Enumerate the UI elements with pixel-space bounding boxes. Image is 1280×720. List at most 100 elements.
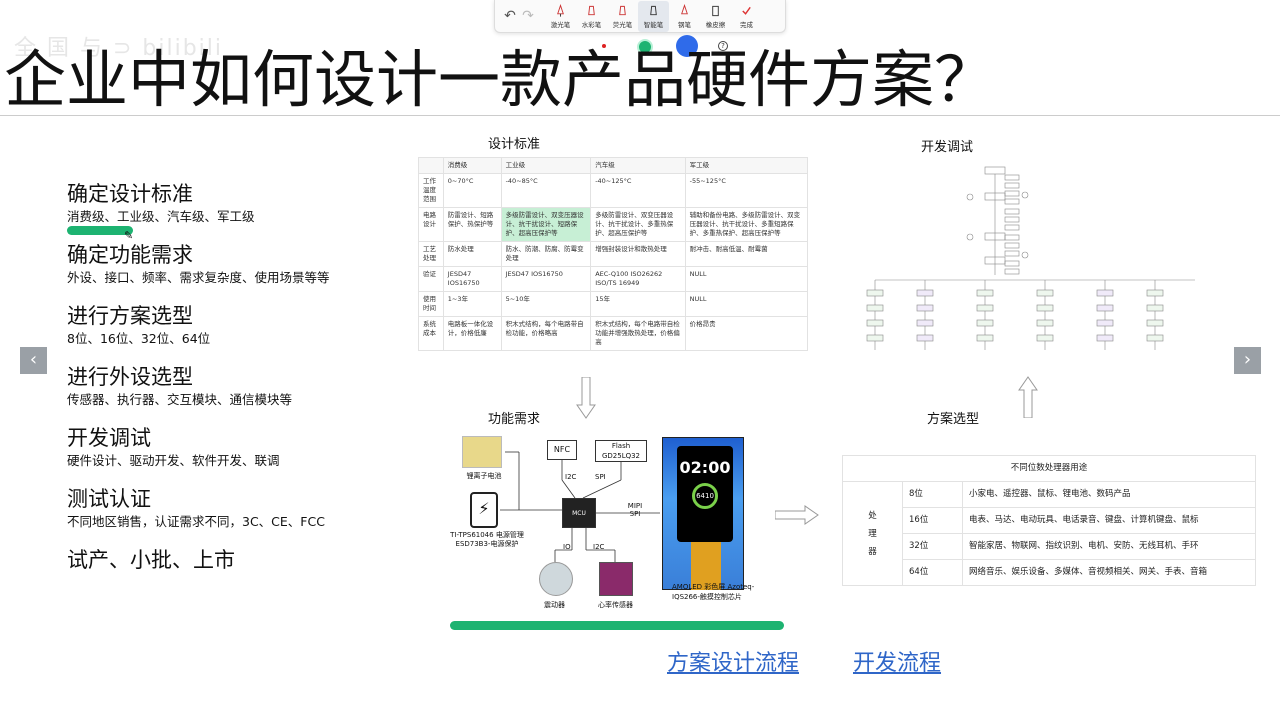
outline-heading: 测试认证 [67, 487, 151, 511]
table-cell: 15年 [590, 291, 686, 317]
nfc-block: NFC [547, 440, 577, 460]
table-header-cell: 消费级 [442, 157, 502, 174]
table-cell: 防水、防潮、防腐、防霉变处理 [500, 241, 592, 267]
outline-heading: 进行方案选型 [67, 304, 193, 328]
design-flow-link[interactable]: 方案设计流程 [667, 651, 800, 676]
battery-label: 锂离子电池 [466, 472, 502, 480]
table-cell: -55~125°C [684, 173, 809, 208]
table-cell: 电路板一体化设计，价格低廉 [442, 316, 502, 351]
highlight-stroke [450, 621, 784, 630]
tool-pen[interactable]: 钢笔 [669, 1, 700, 32]
outline-item: 开发调试 硬件设计、驱动开发、软件开发、联调 [67, 424, 397, 485]
pen-size-small[interactable] [602, 44, 606, 48]
tool-label: 荧光笔 [612, 20, 633, 29]
tool-label: 激光笔 [550, 20, 571, 29]
table-header-cell: 军工级 [684, 157, 809, 174]
table-cell: 工艺处理 [418, 241, 444, 267]
table-group-label: 处理器 [842, 481, 903, 586]
help-icon[interactable]: ? [718, 41, 728, 51]
outline-item: 试产、小批、上市 [67, 546, 397, 607]
table-cell: 系统成本 [418, 316, 444, 351]
table-cell: 0~70°C [442, 173, 502, 208]
table-cell: 16位 [902, 507, 963, 534]
flash-block: Flash GD25LQ32 [595, 440, 647, 462]
tool-laser-pen[interactable]: 激光笔 [545, 1, 576, 32]
group-label-text: 处理器 [868, 510, 877, 557]
table-cell: NULL [684, 266, 809, 292]
table-cell: 防水处理 [442, 241, 502, 267]
table-cell: 价格昂贵 [684, 316, 809, 351]
color-blue-swatch[interactable] [676, 35, 698, 57]
table-cell: 电路设计 [418, 207, 444, 242]
next-slide-button[interactable]: › [1234, 347, 1261, 374]
tool-watercolor-pen[interactable]: 水彩笔 [576, 1, 607, 32]
prev-slide-button[interactable]: ‹ [20, 347, 47, 374]
table-row: 系统成本 电路板一体化设计，价格低廉 积木式结构，每个电路带自检功能，价格略高 … [418, 316, 809, 351]
mipi-spi-label: MIPI SPI [627, 502, 643, 518]
outline-item: 进行方案选型 8位、16位、32位、64位 [67, 302, 397, 363]
tool-smart-pen[interactable]: 智能笔 [638, 0, 669, 32]
table-cell: 小家电、遥控器、鼠标、锂电池、数码产品 [962, 481, 1256, 508]
table-cell: 验证 [418, 266, 444, 292]
undo-button[interactable]: ↶ [504, 8, 516, 24]
tool-label: 智能笔 [643, 20, 664, 29]
table-row: 64位 网络音乐、娱乐设备、多媒体、音视频相关、网关、手表、音箱 [843, 559, 1256, 586]
highlight-stroke [67, 226, 133, 235]
tool-label: 水彩笔 [581, 20, 602, 29]
design-standard-table: 消费级 工业级 汽车级 军工级 工作温度范围 0~70°C -40~85°C -… [418, 157, 809, 351]
outline-heading: 进行外设选型 [67, 365, 193, 389]
arrow-right-icon [775, 505, 819, 525]
pen-icon [681, 3, 688, 14]
outline-item: 进行外设选型 传感器、执行器、交互模块、通信模块等 [67, 363, 397, 424]
section-solution-select: 方案选型 [927, 412, 980, 427]
title-divider [0, 115, 1280, 116]
heart-sensor-image [599, 562, 633, 596]
table-header-cell: 工业级 [500, 157, 592, 174]
slide-title: 企业中如何设计一款产品硬件方案？ [4, 43, 997, 116]
table-cell: 增强封装设计和散热处理 [590, 241, 686, 267]
section-design-standard: 设计标准 [488, 137, 541, 152]
table-row: 工艺处理 防水处理 防水、防潮、防腐、防霉变处理 增强封装设计和散热处理 耐冲击… [418, 241, 809, 267]
outline-detail: 消费级、工业级、汽车级、军工级 [67, 209, 255, 224]
watercolor-pen-icon [588, 5, 595, 15]
arrow-down-icon [576, 377, 596, 419]
section-func-req: 功能需求 [488, 412, 541, 427]
tool-label: 橡皮擦 [705, 20, 726, 29]
table-cell: 32位 [902, 533, 963, 560]
vibrator-label: 震动器 [544, 601, 565, 609]
tool-done[interactable]: 完成 [731, 1, 762, 32]
redo-button[interactable]: ↷ [522, 8, 534, 24]
dev-flow-link[interactable]: 开发流程 [853, 651, 942, 676]
tool-highlighter[interactable]: 荧光笔 [607, 1, 638, 32]
table-cell: 多级防雷设计、双变压器设计、抗干扰设计、短路保护、超高压保护等 [500, 207, 592, 242]
tool-eraser[interactable]: 橡皮擦 [700, 1, 731, 32]
watermark: 全 国 与 ⊃ bilibili [14, 36, 224, 61]
flex-cable [691, 542, 721, 590]
power-icon: ⚡ [470, 492, 498, 528]
table-cell: 积木式结构，每个电路带自检功能并增强散热处理，价格偏高 [590, 316, 686, 351]
watch-steps: 6410 [692, 483, 718, 509]
table-row: 16位 电表、马达、电动玩具、电话录音、键盘、计算机键盘、鼠标 [843, 507, 1256, 534]
processor-table: 不同位数处理器用途 处理器 8位 小家电、遥控器、鼠标、锂电池、数码产品 16位… [842, 455, 1256, 586]
table-cell: 网络音乐、娱乐设备、多媒体、音视频相关、网关、手表、音箱 [962, 559, 1256, 586]
table-cell: 智能家居、物联网、指纹识别、电机、安防、无线耳机、手环 [962, 533, 1256, 560]
i2c-label: I2C [565, 473, 577, 481]
tool-label: 完成 [740, 20, 753, 29]
table-cell: JESD47 IOS16750 [442, 266, 502, 292]
table-header-row: 不同位数处理器用途 [842, 455, 1256, 482]
table-cell: 耐冲击、耐高低温、耐霉菌 [684, 241, 809, 267]
dev-flowchart [866, 166, 1195, 350]
table-cell: JESD47 IOS16750 [500, 266, 592, 292]
color-green-swatch[interactable] [637, 39, 653, 55]
table-cell: 5~10年 [500, 291, 592, 317]
outline-heading: 确定设计标准 [67, 182, 193, 206]
pen-toolbar: ↶ ↷ 激光笔 水彩笔 荧光笔 智能笔 钢笔 橡皮擦 完成 [494, 0, 786, 33]
table-cell: 1~3年 [442, 291, 502, 317]
watch-time: 02:00 [679, 458, 731, 477]
outline-detail: 8位、16位、32位、64位 [67, 331, 211, 346]
table-cell: -40~125°C [590, 173, 686, 208]
highlighter-icon [619, 5, 626, 15]
table-row: 电路设计 防雷设计、短路保护、热保护等 多级防雷设计、双变压器设计、抗干扰设计、… [418, 207, 809, 242]
function-block-diagram: NFC Flash GD25LQ32 I2C SPI MCU MIPI SPI … [450, 430, 775, 620]
